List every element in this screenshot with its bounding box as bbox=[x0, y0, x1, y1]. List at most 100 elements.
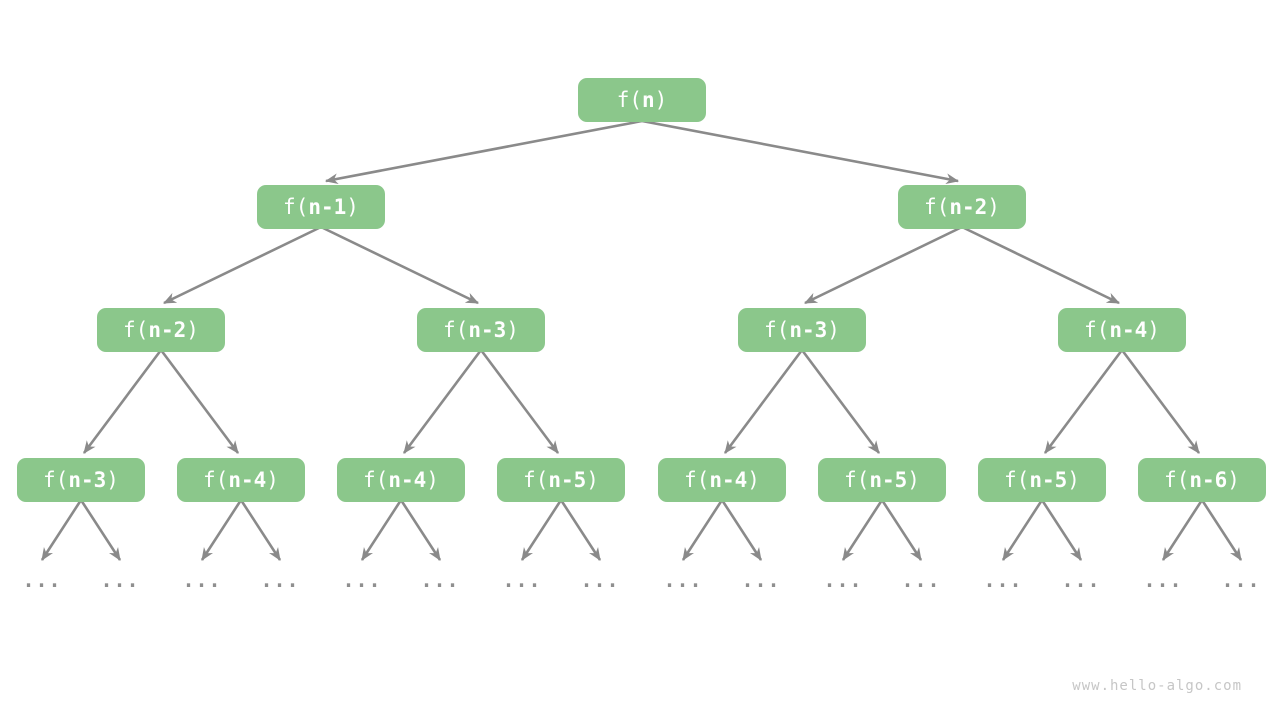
node-label-arg: n-4 bbox=[1109, 318, 1148, 342]
node-label-arg: n-2 bbox=[148, 318, 187, 342]
node-label-pre: f( bbox=[1164, 468, 1190, 492]
node-label-arg: n-4 bbox=[388, 468, 427, 492]
tree-node-f-n: f(n) bbox=[578, 78, 706, 122]
node-label-pre: f( bbox=[283, 195, 309, 219]
ellipsis-leaf: ... bbox=[823, 568, 863, 592]
ellipsis-leaf: ... bbox=[22, 568, 62, 592]
edge-line bbox=[1161, 499, 1204, 561]
node-label-post: ) bbox=[1147, 318, 1160, 342]
node-label-pre: f( bbox=[363, 468, 389, 492]
node-label-pre: f( bbox=[924, 195, 950, 219]
node-label-post: ) bbox=[907, 468, 920, 492]
node-label-pre: f( bbox=[43, 468, 69, 492]
tree-node-f-n-3: f(n-3) bbox=[417, 308, 545, 352]
edge-line bbox=[1001, 499, 1044, 561]
node-label-arg: n-4 bbox=[228, 468, 267, 492]
node-label-pre: f( bbox=[844, 468, 870, 492]
node-label-arg: n bbox=[641, 88, 655, 112]
node-label-post: ) bbox=[1067, 468, 1080, 492]
tree-node-f-n-6: f(n-6) bbox=[1138, 458, 1266, 502]
ellipsis-leaf: ... bbox=[1221, 568, 1261, 592]
ellipsis-leaf: ... bbox=[100, 568, 140, 592]
node-label-post: ) bbox=[827, 318, 840, 342]
edge-line bbox=[360, 499, 403, 561]
ellipsis-leaf: ... bbox=[260, 568, 300, 592]
edge-line bbox=[559, 499, 602, 561]
node-label-post: ) bbox=[654, 88, 668, 112]
ellipsis-leaf: ... bbox=[580, 568, 620, 592]
node-label-post: ) bbox=[987, 195, 1000, 219]
node-label-pre: f( bbox=[684, 468, 710, 492]
edge-line bbox=[1043, 349, 1124, 454]
node-label-arg: n-5 bbox=[1029, 468, 1068, 492]
node-label-pre: f( bbox=[1004, 468, 1030, 492]
edge-line bbox=[723, 349, 804, 454]
edge-line bbox=[1200, 499, 1243, 561]
node-label-arg: n-3 bbox=[789, 318, 828, 342]
ellipsis-leaf: ... bbox=[420, 568, 460, 592]
tree-node-f-n-3: f(n-3) bbox=[738, 308, 866, 352]
ellipsis-leaf: ... bbox=[182, 568, 222, 592]
ellipsis-leaf: ... bbox=[502, 568, 542, 592]
node-label-pre: f( bbox=[616, 88, 642, 112]
node-label-post: ) bbox=[346, 195, 359, 219]
node-label-arg: n-6 bbox=[1189, 468, 1228, 492]
node-label-post: ) bbox=[186, 318, 199, 342]
node-label-arg: n-1 bbox=[308, 195, 347, 219]
edge-line bbox=[402, 349, 483, 454]
node-label-arg: n-3 bbox=[468, 318, 507, 342]
edge-line bbox=[324, 119, 643, 185]
node-label-arg: n-5 bbox=[869, 468, 908, 492]
tree-node-f-n-5: f(n-5) bbox=[818, 458, 946, 502]
edge-line bbox=[804, 225, 963, 305]
node-label-pre: f( bbox=[203, 468, 229, 492]
edge-line bbox=[681, 499, 724, 561]
ellipsis-leaf: ... bbox=[741, 568, 781, 592]
node-label-arg: n-4 bbox=[709, 468, 748, 492]
edge-line bbox=[800, 349, 881, 454]
node-label-post: ) bbox=[506, 318, 519, 342]
node-label-post: ) bbox=[266, 468, 279, 492]
node-label-post: ) bbox=[1227, 468, 1240, 492]
edge-line bbox=[961, 225, 1120, 305]
edge-line bbox=[239, 499, 282, 561]
edge-line bbox=[399, 499, 442, 561]
node-label-post: ) bbox=[106, 468, 119, 492]
edge-line bbox=[880, 499, 923, 561]
node-label-post: ) bbox=[586, 468, 599, 492]
ellipsis-leaf: ... bbox=[901, 568, 941, 592]
edge-line bbox=[641, 119, 960, 185]
tree-node-f-n-2: f(n-2) bbox=[97, 308, 225, 352]
edge-line bbox=[520, 499, 563, 561]
edge-line bbox=[159, 349, 240, 454]
edge-line bbox=[320, 225, 479, 305]
node-label-pre: f( bbox=[764, 318, 790, 342]
tree-node-f-n-2: f(n-2) bbox=[898, 185, 1026, 229]
node-label-arg: n-3 bbox=[68, 468, 107, 492]
tree-node-f-n-5: f(n-5) bbox=[497, 458, 625, 502]
tree-node-f-n-1: f(n-1) bbox=[257, 185, 385, 229]
edge-line bbox=[200, 499, 243, 561]
node-label-post: ) bbox=[747, 468, 760, 492]
tree-node-f-n-4: f(n-4) bbox=[658, 458, 786, 502]
edge-line bbox=[1040, 499, 1083, 561]
node-label-post: ) bbox=[426, 468, 439, 492]
watermark: www.hello-algo.com bbox=[1072, 678, 1242, 694]
tree-node-f-n-4: f(n-4) bbox=[1058, 308, 1186, 352]
node-label-arg: n-2 bbox=[949, 195, 988, 219]
ellipsis-leaf: ... bbox=[983, 568, 1023, 592]
node-label-pre: f( bbox=[1084, 318, 1110, 342]
edge-line bbox=[1120, 349, 1201, 454]
edge-line bbox=[40, 499, 83, 561]
edge-line bbox=[163, 225, 322, 305]
node-label-pre: f( bbox=[123, 318, 149, 342]
node-label-pre: f( bbox=[523, 468, 549, 492]
tree-node-f-n-4: f(n-4) bbox=[337, 458, 465, 502]
edge-line bbox=[841, 499, 884, 561]
node-label-arg: n-5 bbox=[548, 468, 587, 492]
ellipsis-leaf: ... bbox=[342, 568, 382, 592]
tree-node-f-n-3: f(n-3) bbox=[17, 458, 145, 502]
edge-line bbox=[720, 499, 763, 561]
